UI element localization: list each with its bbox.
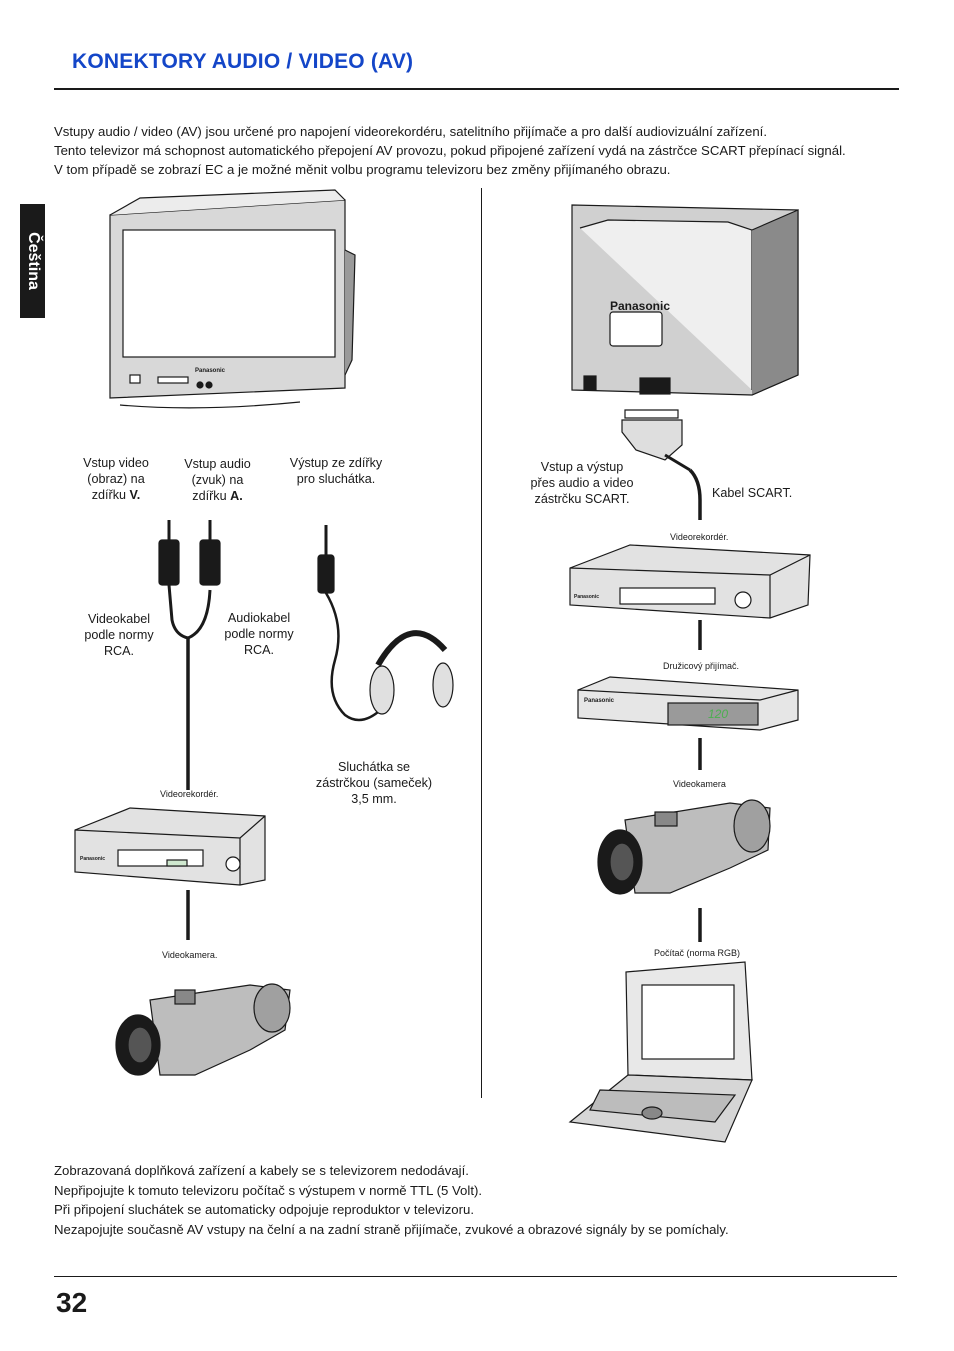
label-vcr-right: Videorekordér. xyxy=(670,532,729,542)
notes: Zobrazovaná doplňková zařízení a kabely … xyxy=(54,1161,729,1239)
vcr-right-brand: Panasonic xyxy=(574,594,599,600)
tv-front-illustration xyxy=(109,189,356,409)
satellite-brand: Panasonic xyxy=(584,698,615,704)
satellite-display: 120 xyxy=(708,707,728,721)
label-computer: Počítač (norma RGB) xyxy=(654,948,741,958)
camcorder-right-illustration xyxy=(597,799,771,895)
label-vcr-left: Videorekordér. xyxy=(160,789,219,799)
label-headphone-output: Výstup ze zdířky pro sluchátka. xyxy=(289,456,383,486)
intro-line: Tento televizor má schopnost automatické… xyxy=(54,143,846,158)
label-headphones: Sluchátka se zástrčkou (sameček) 3,5 mm. xyxy=(315,760,433,806)
page-number: 32 xyxy=(56,1287,88,1318)
vcr-right-illustration xyxy=(569,544,811,619)
tv-rear-brand: Panasonic xyxy=(610,299,670,313)
vcr-left-brand: Panasonic xyxy=(80,856,105,862)
laptop-illustration xyxy=(568,961,753,1143)
language-tab: Čeština xyxy=(20,204,45,318)
note-line: Nezapojujte současně AV vstupy na čelní … xyxy=(54,1221,729,1237)
note-line: Zobrazovaná doplňková zařízení a kabely … xyxy=(54,1163,469,1178)
label-audio-input: Vstup audio (zvuk) na zdířku A. xyxy=(184,457,251,503)
header-rule xyxy=(54,88,899,90)
label-video-cable: Videokabel podle normy RCA. xyxy=(84,612,154,658)
label-scart-cable: Kabel SCART. xyxy=(712,486,793,500)
intro-line: Vstupy audio / video (AV) jsou určené pr… xyxy=(54,124,768,139)
label-satellite: Družicový přijímač. xyxy=(663,661,740,671)
intro-text: Vstupy audio / video (AV) jsou určené pr… xyxy=(54,122,924,179)
label-scart-in-out: Vstup a výstup přes audio a video zástrč… xyxy=(530,460,634,506)
tv-rear-illustration xyxy=(571,204,799,396)
rca-cables-illustration xyxy=(158,520,221,940)
note-line: Při připojení sluchátek se automaticky o… xyxy=(54,1202,475,1217)
column-divider xyxy=(481,188,482,1098)
label-video-input: Vstup video (obraz) na zdířku V. xyxy=(83,456,149,502)
camcorder-left-illustration xyxy=(115,983,291,1076)
satellite-receiver-illustration xyxy=(577,676,799,731)
intro-line: V tom případě se zobrazí EC a je možné m… xyxy=(54,162,671,177)
footer-rule xyxy=(54,1276,897,1277)
label-audio-cable: Audiokabel podle normy RCA. xyxy=(224,611,294,657)
vcr-left-illustration xyxy=(74,807,266,886)
headphones-illustration xyxy=(317,525,454,722)
scart-cable-illustration xyxy=(621,409,702,942)
label-camcorder-left: Videokamera. xyxy=(162,950,218,960)
tv-front-brand: Panasonic xyxy=(195,368,226,374)
label-camcorder-right: Videokamera xyxy=(673,779,726,789)
page-title: KONEKTORY AUDIO / VIDEO (AV) xyxy=(72,50,414,73)
note-line: Nepřipojujte k tomuto televizoru počítač… xyxy=(54,1182,483,1198)
